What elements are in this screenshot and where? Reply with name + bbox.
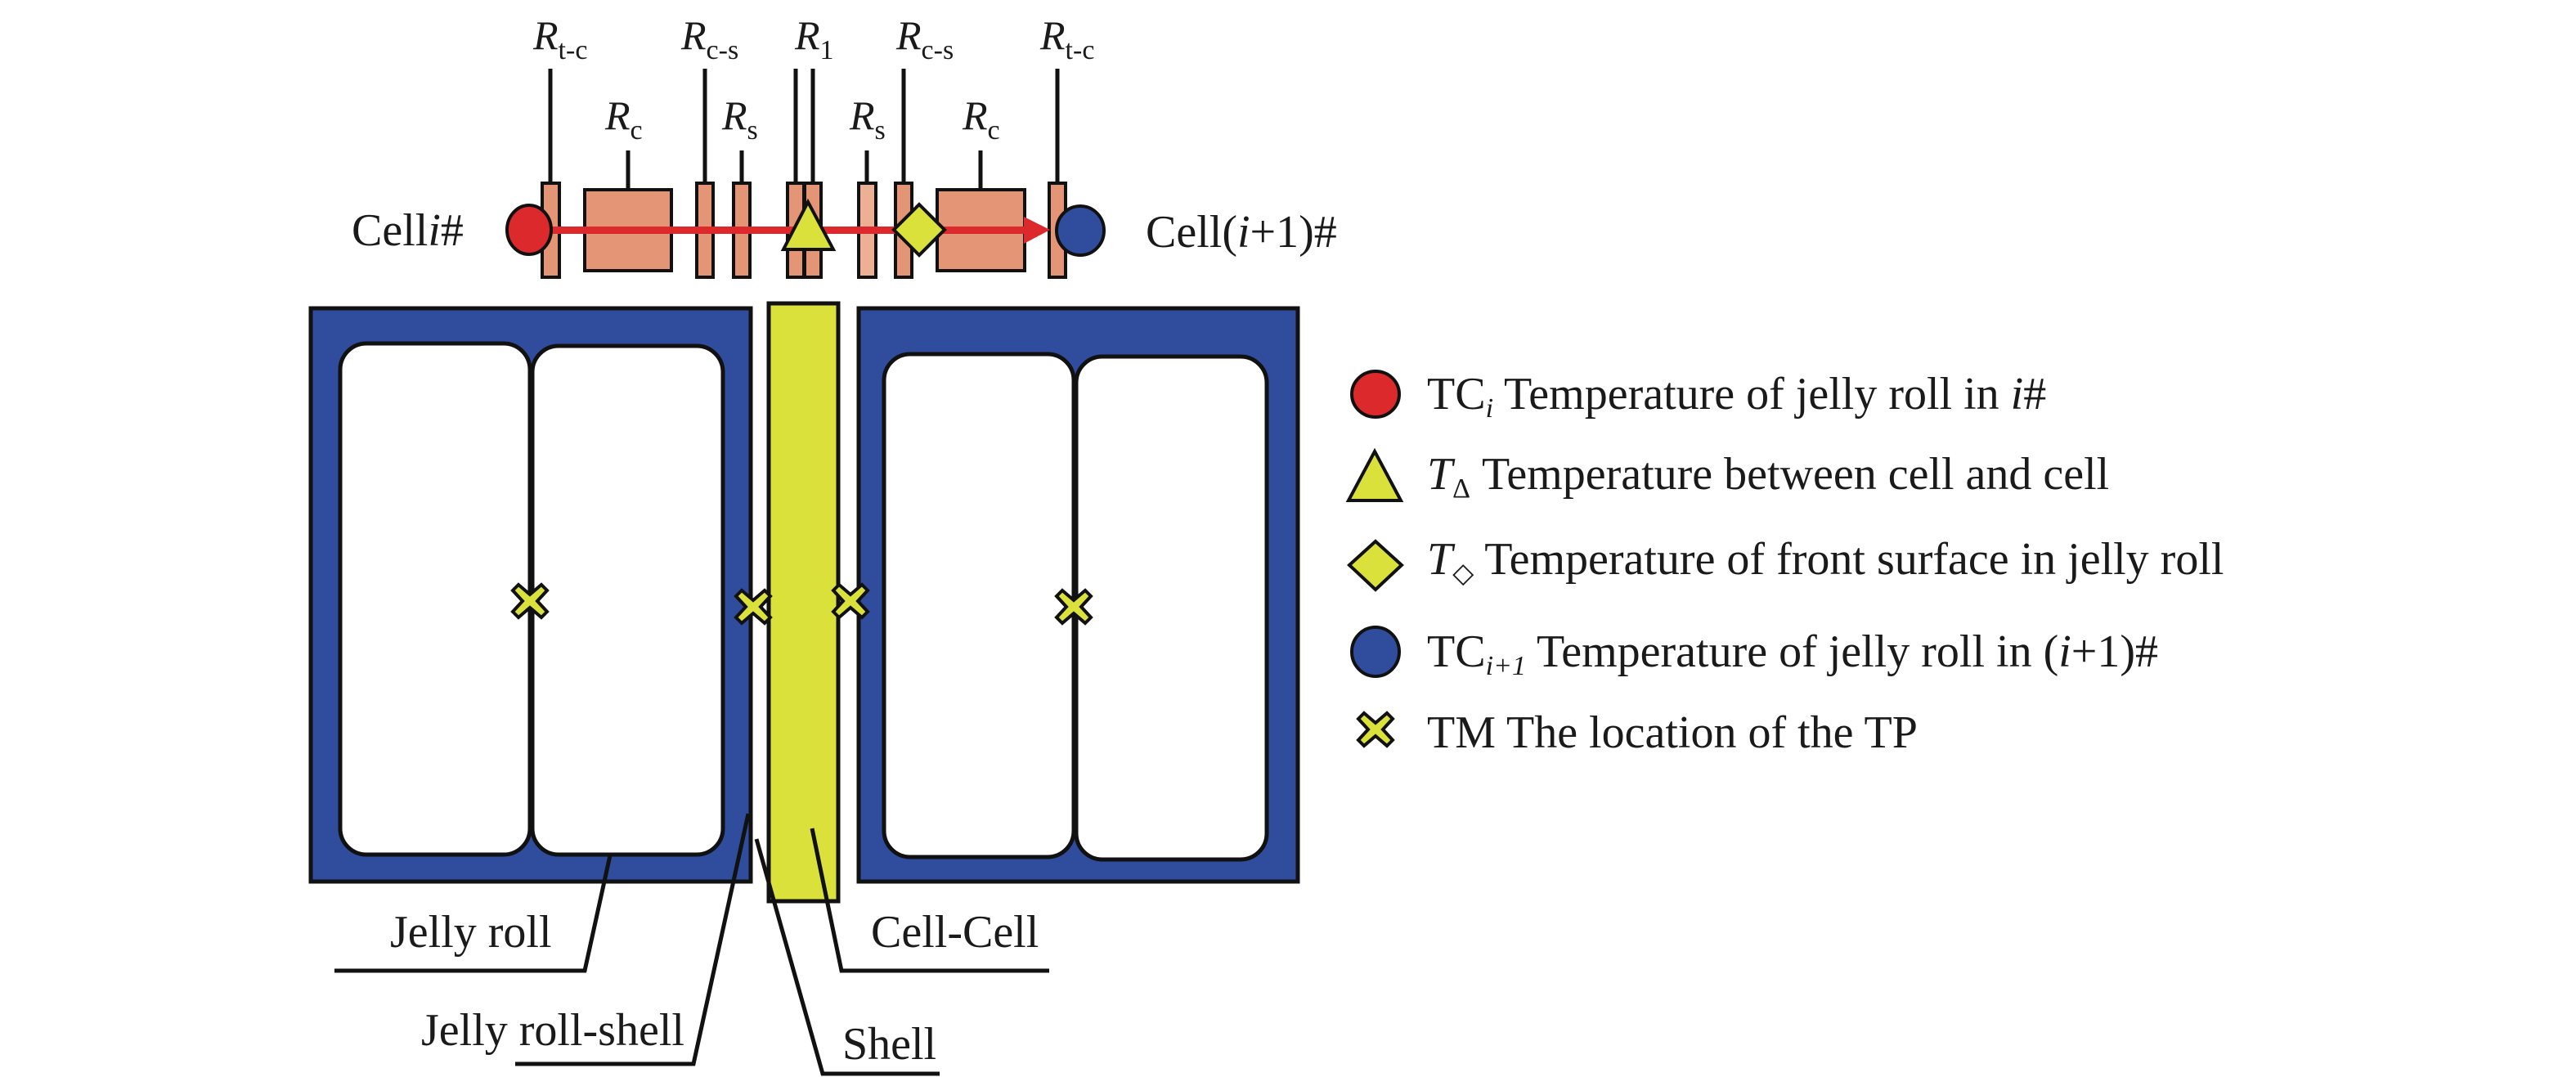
cell-i1-jelly-roll-left [882,352,1076,859]
resistor-label-rtc-right: Rt-c [1039,12,1094,65]
thermal-resistance-network: Celli# Cell(i+1)# Rt-c Rc Rc-s Rs R1 Rs … [352,12,1337,279]
yellow-triangle-icon [1345,447,1404,502]
legend-label: TCi Temperature of jelly roll in i# [1427,369,2046,424]
legend: TCi Temperature of jelly roll in i# TΔ T… [1345,369,2224,758]
callout-leaders [334,813,1049,1076]
legend-item-tc-i1: TCi+1 Temperature of jelly roll in (i+1)… [1350,626,2158,681]
callout-cell-cell: Cell-Cell [871,907,1039,958]
tm-marker-icon [734,588,773,626]
cell-cross-section [308,301,1300,904]
heat-flow-arrow-shaft [550,227,1029,234]
callout-leader-jelly-roll [334,855,613,973]
resistor-label-rs-left: Rs [721,92,758,146]
cell-i1-jelly-roll-right [1074,354,1269,862]
right-cell-label: Cell(i+1)# [1146,207,1337,258]
left-cell-label: Celli# [352,205,464,256]
cell-i-jelly-roll-left [338,341,532,857]
legend-item-t-delta: TΔ Temperature between cell and cell [1345,447,2109,504]
callout-leader-cell-cell [810,828,1049,973]
callout-jelly-roll: Jelly roll [390,907,552,958]
callout-leader-shell [754,838,940,1076]
cell-i1 [856,306,1300,884]
cell-i-jelly-roll-right [530,343,725,857]
tm-marker-icon [1054,588,1093,626]
legend-label: T◇ Temperature of front surface in jelly… [1427,534,2224,589]
resistor-label-rs-right: Rs [849,92,886,146]
red-circle-icon [1350,370,1401,419]
resistor-label-rc-left: Rc [604,92,643,146]
legend-item-tc-i: TCi Temperature of jelly roll in i# [1350,369,2046,424]
heat-flow-arrowhead-icon [1024,217,1050,244]
callout-leader-jelly-roll-shell [515,813,751,1066]
legend-label: TΔ Temperature between cell and cell [1427,449,2109,504]
tc-i-marker-icon [505,204,553,256]
blue-circle-icon [1350,626,1401,678]
resistor-label-rcs-left: Rc-s [680,12,738,65]
resistor-label-rcs-right: Rc-s [895,12,954,65]
yellow-cross-icon [1356,711,1395,748]
legend-label: TM The location of the TP [1427,707,1918,758]
heat-flow-arrow [550,217,1050,244]
tc-i1-marker-icon [1055,204,1106,257]
legend-item-t-diamond: T◇ Temperature of front surface in jelly… [1347,534,2224,592]
tm-marker-icon [510,582,550,620]
legend-item-tm: TM The location of the TP [1356,707,1918,758]
tm-marker-icon [831,582,870,620]
callout-jelly-roll-shell: Jelly roll-shell [421,1005,684,1056]
resistor-lead-lines [548,69,1060,190]
callout-shell: Shell [842,1019,936,1070]
resistor-label-rc-right: Rc [962,92,1000,146]
resistor-labels: Rt-c Rc Rc-s Rs R1 Rs Rc-s Rc Rt-c [532,12,1094,146]
tm-markers [510,582,1093,626]
yellow-diamond-icon [1347,539,1404,592]
t-diamond-marker-icon [891,202,947,258]
resistor-label-rtc-left: Rt-c [532,12,587,65]
legend-label: TCi+1 Temperature of jelly roll in (i+1)… [1427,626,2158,681]
resistor-label-r1: R1 [794,12,834,65]
t-delta-marker-icon [780,198,837,251]
cell-cell-interface [766,301,841,904]
